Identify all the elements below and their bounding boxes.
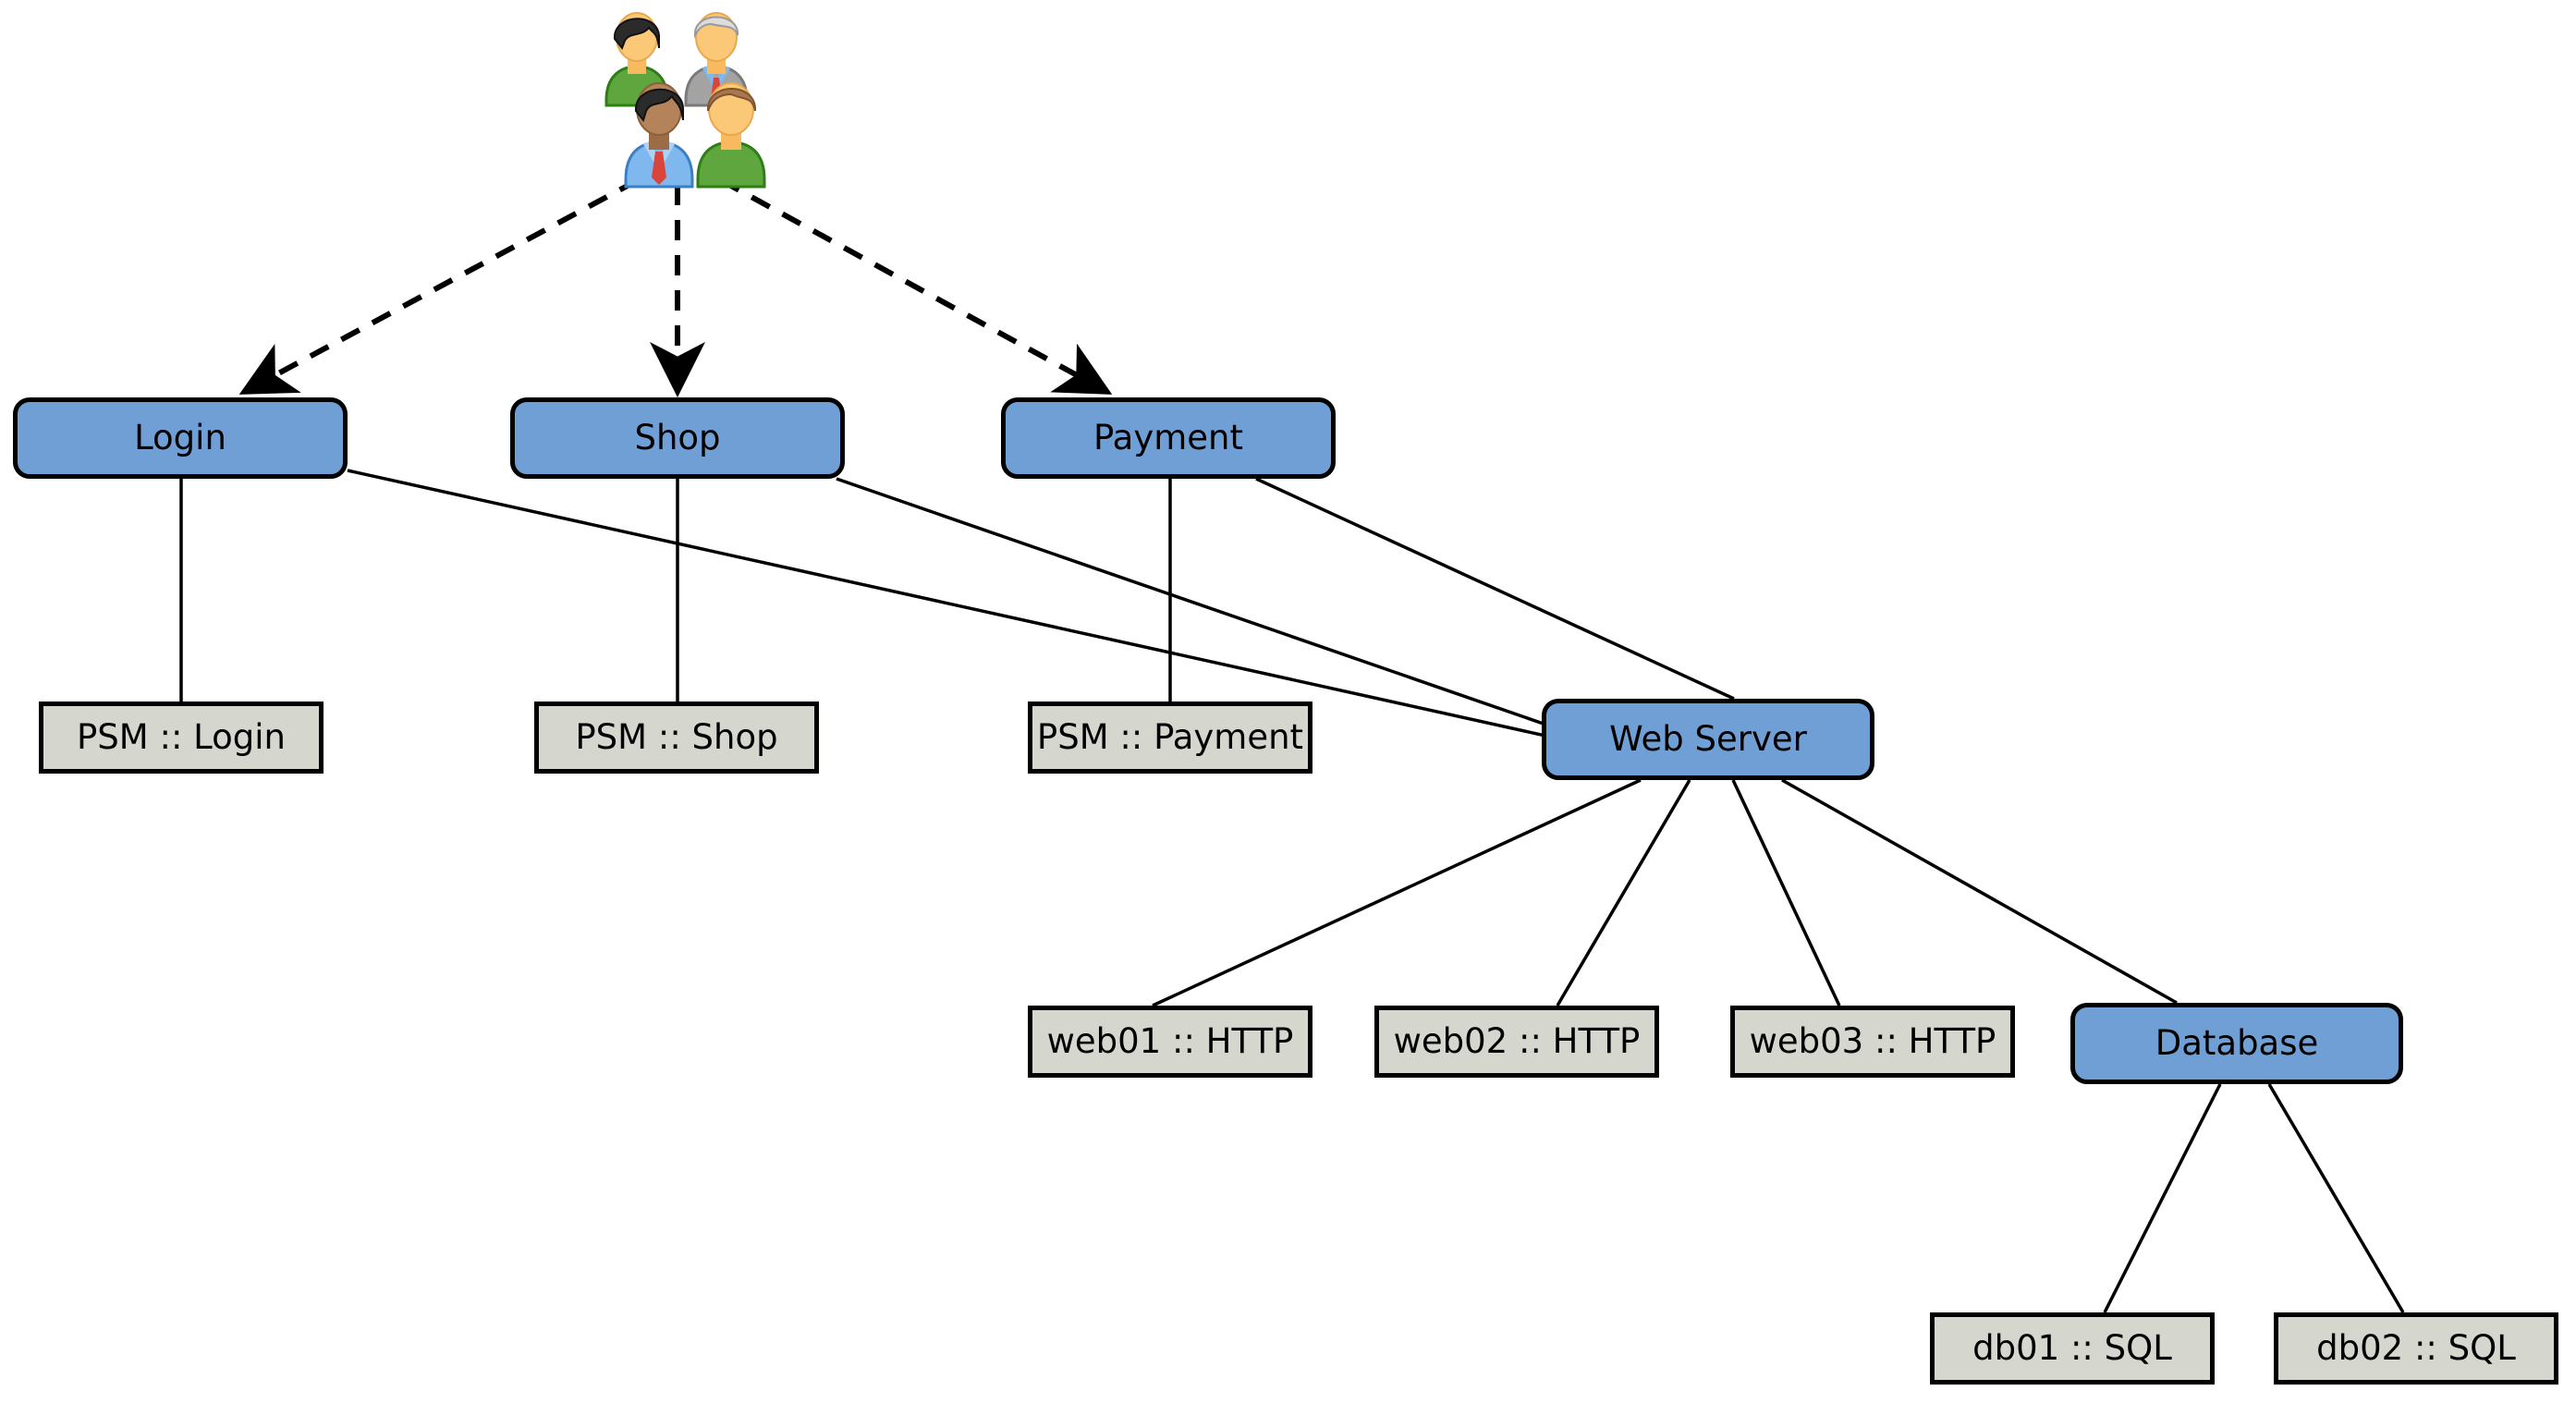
- node-shop-label: Shop: [634, 417, 721, 458]
- users-actor-group: [584, 4, 769, 189]
- actor-figure-4: [696, 82, 766, 189]
- node-web02[interactable]: web02 :: HTTP: [1374, 1006, 1659, 1078]
- node-db01-label: db01 :: SQL: [1972, 1327, 2172, 1368]
- edge-database-to-db02: [2267, 1083, 2405, 1313]
- node-web-server-label: Web Server: [1609, 718, 1807, 759]
- edge-payment-to-web-server: [1255, 477, 1735, 701]
- node-psm-shop[interactable]: PSM :: Shop: [534, 702, 819, 774]
- node-psm-login[interactable]: PSM :: Login: [39, 702, 324, 774]
- node-db01[interactable]: db01 :: SQL: [1930, 1312, 2215, 1385]
- actor-figure-3: [624, 82, 694, 189]
- node-psm-shop-label: PSM :: Shop: [575, 716, 778, 757]
- node-web03-label: web03 :: HTTP: [1749, 1020, 1996, 1061]
- node-web03[interactable]: web03 :: HTTP: [1730, 1006, 2015, 1078]
- node-psm-login-label: PSM :: Login: [77, 716, 286, 757]
- node-shop[interactable]: Shop: [510, 397, 845, 479]
- node-web01-label: web01 :: HTTP: [1046, 1020, 1294, 1061]
- node-login-label: Login: [134, 417, 226, 458]
- edge-web-server-to-web01: [1152, 778, 1642, 1007]
- edge-users-to-payment: [719, 177, 1113, 395]
- edge-database-to-db01: [2103, 1083, 2222, 1313]
- edge-web-server-to-web03: [1731, 779, 1841, 1006]
- node-payment-label: Payment: [1093, 417, 1243, 458]
- node-web-server[interactable]: Web Server: [1542, 699, 1874, 780]
- node-web02-label: web02 :: HTTP: [1393, 1020, 1641, 1061]
- actor-figure-1: [604, 12, 669, 107]
- node-database[interactable]: Database: [2070, 1003, 2403, 1084]
- node-psm-payment[interactable]: PSM :: Payment: [1028, 702, 1312, 774]
- edge-shop-to-web-server: [836, 477, 1563, 732]
- node-web01[interactable]: web01 :: HTTP: [1028, 1006, 1312, 1078]
- node-database-label: Database: [2155, 1022, 2319, 1063]
- edge-web-server-to-database: [1781, 778, 2178, 1005]
- node-db02-label: db02 :: SQL: [2316, 1327, 2516, 1368]
- users-icon: [604, 12, 766, 189]
- node-psm-payment-label: PSM :: Payment: [1036, 716, 1304, 757]
- edge-login-to-web-server: [347, 469, 1563, 741]
- node-db02[interactable]: db02 :: SQL: [2274, 1312, 2558, 1385]
- node-login[interactable]: Login: [13, 397, 348, 479]
- node-payment[interactable]: Payment: [1001, 397, 1336, 479]
- edge-users-to-login: [238, 177, 640, 395]
- edge-web-server-to-web02: [1556, 779, 1691, 1006]
